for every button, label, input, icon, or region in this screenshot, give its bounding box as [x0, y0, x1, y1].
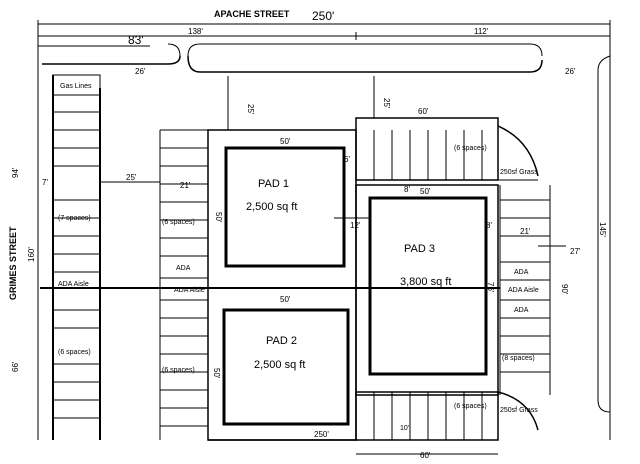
dim-25-v1: 25'	[246, 104, 255, 115]
dim-90: 90'	[560, 284, 569, 295]
pad-1-area: 2,500 sq ft	[246, 201, 297, 213]
dim-160: 160'	[27, 247, 36, 262]
drive-right-dim: 26'	[565, 67, 576, 76]
left-7-spaces: (7 spaces)	[58, 215, 91, 222]
dim-21-left: 21'	[180, 181, 191, 190]
dim-66: 66'	[11, 361, 20, 372]
dim-25-v2: 25'	[382, 98, 391, 109]
dim-27: 27'	[570, 247, 581, 256]
bottom-250-dim: 250'	[314, 430, 329, 439]
grass-bottom: 250sf Grass	[500, 407, 538, 414]
ada-right-2: ADA	[514, 307, 529, 314]
dim-7: 7'	[42, 178, 48, 187]
pad-2-area: 2,500 sq ft	[254, 359, 305, 371]
grimes-street-label: GRIMES STREET	[8, 226, 18, 300]
ada-aisle-left: ADA Aisle	[174, 287, 205, 294]
pad-1-depth: 50'	[214, 212, 223, 223]
top-total-dim: 250'	[312, 9, 334, 23]
top-left-dim: 138'	[188, 27, 203, 36]
ada-left: ADA	[176, 265, 191, 272]
pad-2-outline	[222, 308, 350, 426]
dim-6: 6'	[344, 155, 350, 164]
pad-1-outline	[224, 146, 346, 268]
pad-1-width: 50'	[280, 137, 291, 146]
pad-3-width: 50'	[420, 187, 431, 196]
ada-aisle-far-left: ADA Aisle	[58, 281, 89, 288]
pad-3-area: 3,800 sq ft	[400, 276, 451, 288]
right-8-spaces: (8 spaces)	[502, 355, 535, 362]
left-83-dim: 83'	[128, 33, 144, 47]
dim-25-left: 25'	[126, 173, 137, 182]
center-6-spaces-top: (6 spaces)	[162, 219, 195, 226]
dim-21-right: 21'	[520, 227, 531, 236]
pad-3-name: PAD 3	[404, 243, 435, 255]
bottom-10-dim: 10'	[400, 425, 409, 432]
dim-145: 145'	[598, 222, 607, 237]
dim-94: 94'	[11, 167, 20, 178]
pad-3-outline	[368, 196, 488, 376]
top-right-spaces: (6 spaces)	[454, 145, 487, 152]
dim-8-top: 8'	[404, 185, 410, 194]
center-6-spaces-bottom: (6 spaces)	[162, 367, 195, 374]
dim-12: 12'	[350, 221, 361, 230]
ada-right: ADA	[514, 269, 529, 276]
apache-street-label: APACHE STREET	[214, 9, 290, 19]
pad-1-name: PAD 1	[258, 178, 289, 190]
dim-8-right: 8'	[486, 221, 492, 230]
grass-top: 250sf Grass	[500, 169, 538, 176]
drive-left-dim: 26'	[135, 67, 146, 76]
top-right-60: 60'	[418, 107, 429, 116]
bottom-right-60: 60'	[420, 451, 431, 460]
pad-3-depth: 76'	[486, 282, 495, 293]
pad-2-name: PAD 2	[266, 335, 297, 347]
left-6-spaces: (6 spaces)	[58, 349, 91, 356]
bottom-right-spaces: (6 spaces)	[454, 403, 487, 410]
gas-lines-box	[52, 74, 101, 96]
top-right-dim: 112'	[474, 27, 489, 36]
ada-aisle-right: ADA Aisle	[508, 287, 539, 294]
pad-2-depth: 50'	[212, 368, 221, 379]
gas-lines-label: Gas Lines	[60, 83, 92, 90]
pad-2-width: 50'	[280, 295, 291, 304]
